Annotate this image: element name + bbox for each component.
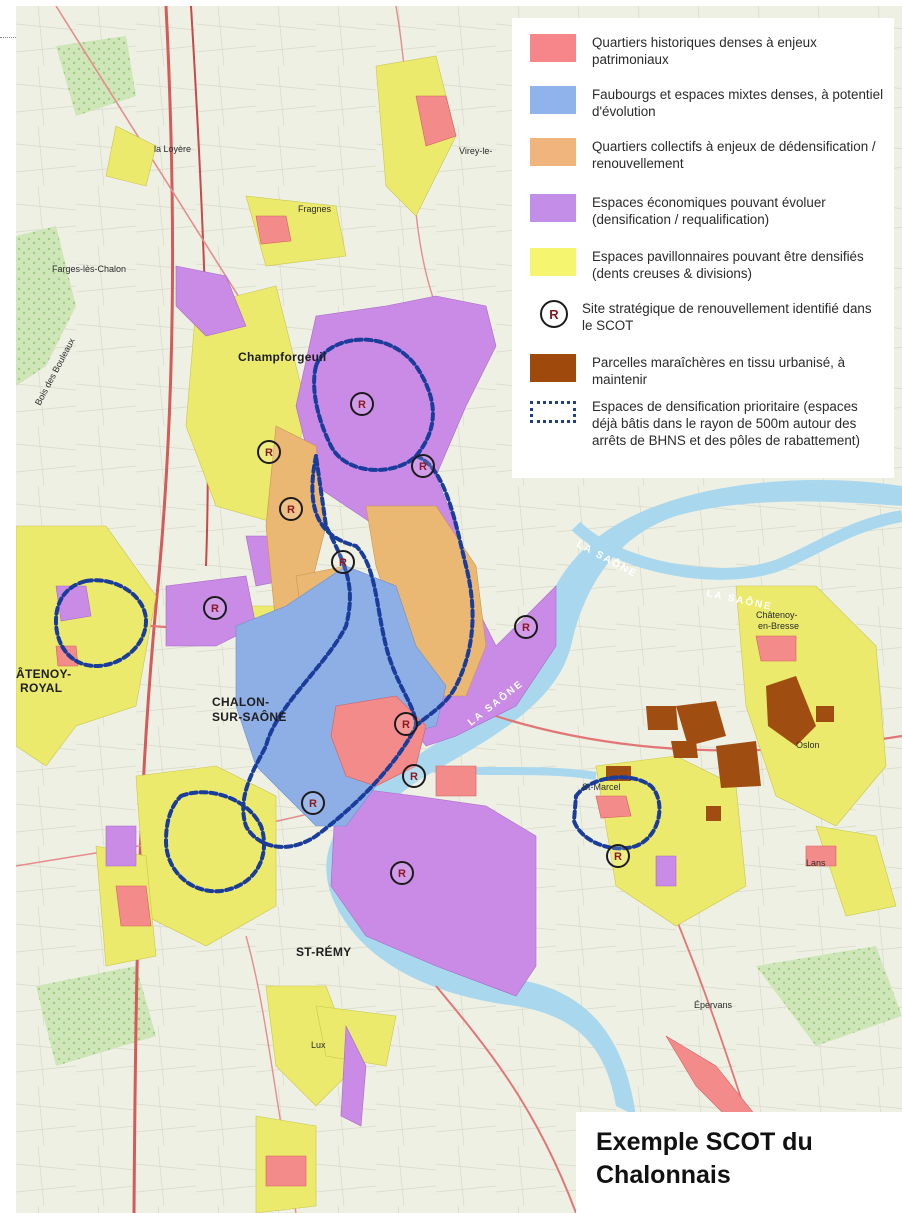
site-letter: R — [549, 306, 559, 322]
place-label: ÂTENOY- — [16, 666, 71, 681]
strategic-site-marker[interactable]: R — [390, 861, 414, 885]
place-label: Farges-lès-Chalon — [52, 264, 126, 274]
strategic-site-marker[interactable]: R — [350, 392, 374, 416]
site-letter: R — [419, 461, 427, 473]
place-label: ST-RÉMY — [296, 944, 351, 959]
site-letter: R — [339, 557, 347, 569]
place-label: Lux — [311, 1040, 326, 1050]
legend-swatch-collectifs — [530, 138, 576, 166]
saone-river — [326, 480, 902, 1116]
site-ring — [331, 550, 355, 574]
map-caption: Exemple SCOT du Chalonnais — [576, 1112, 902, 1213]
legend-swatch-historic — [530, 34, 576, 62]
place-label: Champforgeuil — [238, 350, 327, 364]
dotted-leader-line — [0, 37, 16, 38]
strategic-site-marker[interactable]: R — [279, 497, 303, 521]
place-label: ROYAL — [20, 681, 62, 695]
strategic-site-marker[interactable]: R — [402, 764, 426, 788]
legend-label: Faubourgs et espaces mixtes denses, à po… — [592, 87, 884, 119]
site-letter: R — [287, 504, 295, 516]
site-ring — [394, 712, 418, 736]
site-letter: R — [402, 719, 410, 731]
site-ring — [402, 764, 426, 788]
zones-historiques — [55, 95, 837, 1187]
legend-label: Quartiers collectifs à enjeux de dédensi… — [592, 139, 876, 171]
place-label: Lans — [806, 858, 826, 868]
place-label: en-Bresse — [758, 621, 799, 631]
legend-item-densification: Espaces de densification prioritaire (es… — [530, 398, 884, 449]
site-letter: R — [410, 771, 418, 783]
legend-item-strategic-site: R Site stratégique de renouvellement ide… — [530, 300, 884, 334]
strategic-site-marker[interactable]: R — [301, 791, 325, 815]
site-letter: R — [211, 603, 219, 615]
site-ring — [350, 392, 374, 416]
strategic-site-marker[interactable]: R — [606, 844, 630, 868]
site-ring — [301, 791, 325, 815]
map-legend: Quartiers historiques denses à enjeux pa… — [512, 18, 894, 478]
site-letter: R — [309, 798, 317, 810]
caption-line-1: Exemple SCOT du — [596, 1128, 813, 1156]
legend-label: Site stratégique de renouvellement ident… — [582, 301, 872, 333]
legend-site-symbol: R — [540, 300, 568, 328]
legend-swatch-faubourgs — [530, 86, 576, 114]
legend-item-pavillonnaire: Espaces pavillonnaires pouvant être dens… — [530, 248, 884, 282]
site-ring — [606, 844, 630, 868]
site-ring — [257, 440, 281, 464]
legend-label: Quartiers historiques denses à enjeux pa… — [592, 35, 817, 67]
place-label: la Loyère — [154, 144, 191, 154]
site-ring — [203, 596, 227, 620]
strategic-site-marker[interactable]: R — [203, 596, 227, 620]
strategic-sites: R R R R R R R R R R R R — [203, 392, 630, 885]
strategic-site-marker[interactable]: R — [514, 615, 538, 639]
legend-item-maraicher: Parcelles maraîchères en tissu urbanisé,… — [530, 354, 884, 388]
place-label: Châtenoy- — [756, 610, 798, 620]
site-letter: R — [614, 851, 622, 863]
legend-item-collectifs: Quartiers collectifs à enjeux de dédensi… — [530, 138, 884, 172]
place-label: Fragnes — [298, 204, 332, 214]
legend-swatch-densification — [530, 401, 576, 423]
site-ring — [411, 454, 435, 478]
woodland — [16, 36, 902, 1066]
legend-swatch-pavillonnaire — [530, 248, 576, 276]
legend-label: Espaces pavillonnaires pouvant être dens… — [592, 249, 864, 281]
place-label: Oslon — [796, 740, 820, 750]
place-label: CHALON- — [212, 695, 269, 709]
densification-outlines — [53, 337, 662, 894]
place-label: Virey-le- — [459, 146, 492, 156]
site-letter: R — [265, 447, 273, 459]
strategic-site-marker[interactable]: R — [257, 440, 281, 464]
legend-item-faubourgs: Faubourgs et espaces mixtes denses, à po… — [530, 86, 884, 120]
strategic-site-marker[interactable]: R — [331, 550, 355, 574]
site-letter: R — [398, 868, 406, 880]
caption-line-2: Chalonnais — [596, 1161, 731, 1189]
strategic-site-marker[interactable]: R — [411, 454, 435, 478]
legend-label: Espaces économiques pouvant évoluer (den… — [592, 195, 826, 227]
legend-item-economic: Espaces économiques pouvant évoluer (den… — [530, 194, 884, 228]
site-ring — [390, 861, 414, 885]
strategic-site-marker[interactable]: R — [394, 712, 418, 736]
site-letter: R — [522, 622, 530, 634]
site-ring — [279, 497, 303, 521]
site-ring — [514, 615, 538, 639]
place-label: St-Marcel — [582, 782, 621, 792]
legend-item-historic: Quartiers historiques denses à enjeux pa… — [530, 34, 884, 68]
place-label: SUR-SAÔNE — [212, 709, 287, 724]
site-letter: R — [358, 399, 366, 411]
zones-maraicheres — [606, 676, 834, 821]
legend-label: Espaces de densification prioritaire (es… — [592, 399, 860, 448]
legend-label: Parcelles maraîchères en tissu urbanisé,… — [592, 355, 846, 387]
place-label: Épervans — [694, 1000, 733, 1010]
legend-swatch-maraicher — [530, 354, 576, 382]
legend-swatch-economic — [530, 194, 576, 222]
